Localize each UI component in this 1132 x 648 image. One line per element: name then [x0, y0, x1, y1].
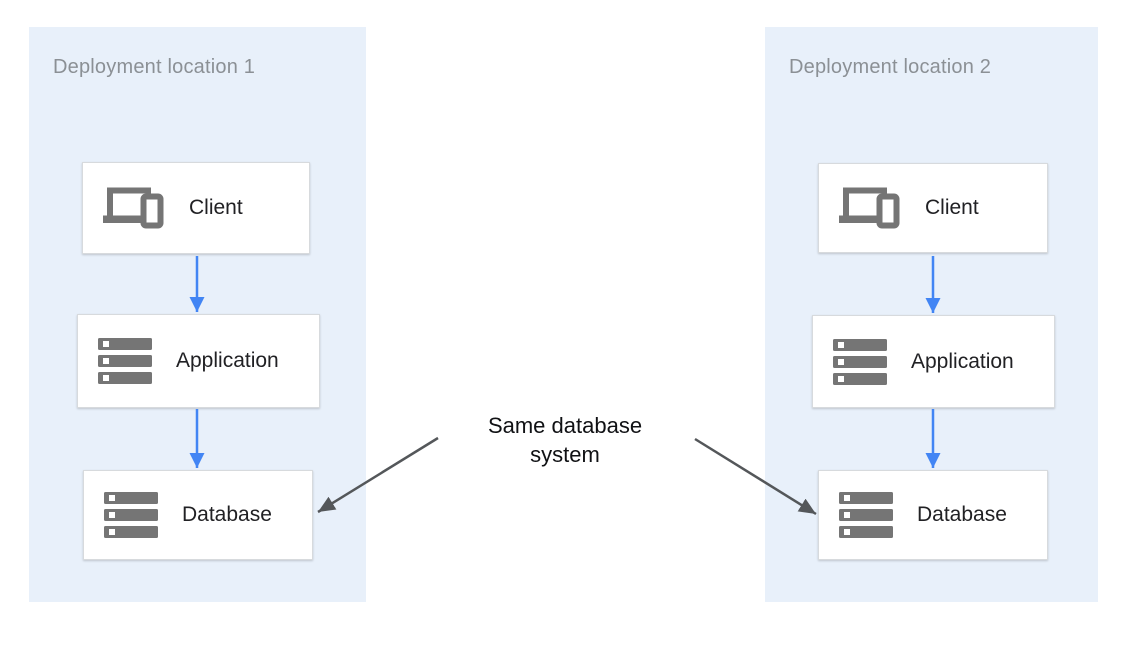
node-label: Application	[176, 349, 279, 372]
node-database-2: Database	[818, 470, 1048, 560]
server-stack-icon	[839, 492, 893, 538]
node-database-1: Database	[83, 470, 313, 560]
node-label: Client	[925, 196, 979, 219]
server-stack-icon	[98, 338, 152, 384]
panel-title: Deployment location 2	[789, 56, 992, 78]
client-devices-icon	[839, 187, 900, 229]
node-label: Database	[182, 503, 272, 526]
node-label: Client	[189, 196, 243, 219]
panel-title: Deployment location 1	[53, 56, 256, 78]
node-label: Application	[911, 349, 1014, 373]
node-application-1: Application	[77, 314, 320, 408]
node-application-2: Application	[812, 315, 1055, 408]
center-annotation: Same database system	[487, 413, 643, 467]
server-stack-icon	[104, 492, 158, 538]
server-stack-icon	[833, 338, 887, 385]
client-devices-icon	[103, 187, 164, 229]
node-client-2: Client	[818, 163, 1048, 253]
node-client-1: Client	[82, 162, 310, 254]
node-label: Database	[917, 503, 1007, 526]
